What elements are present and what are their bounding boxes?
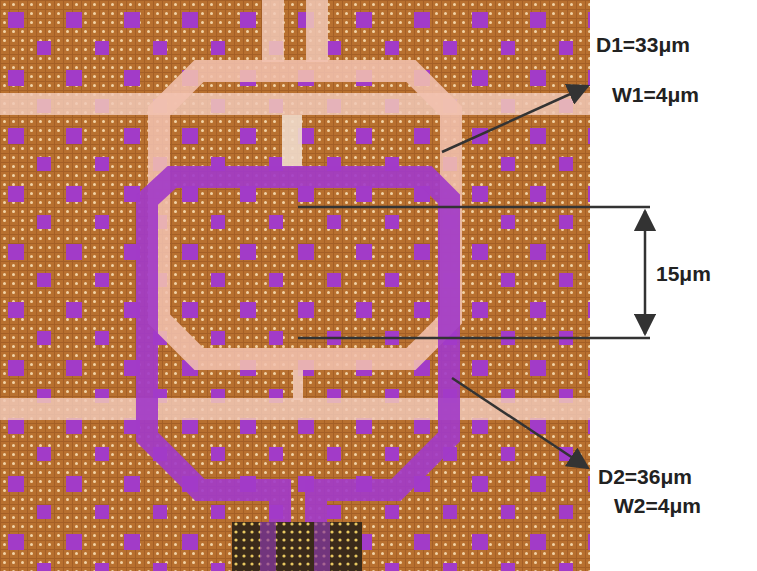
coil-dimension: W2=4μm [614,495,701,516]
coil-dimension: D1=33μm [596,34,690,55]
coil-dimension: W1=4μm [612,84,699,105]
coil-dimension: D2=36μm [598,466,692,487]
dimension-label: 15μm [656,263,711,284]
